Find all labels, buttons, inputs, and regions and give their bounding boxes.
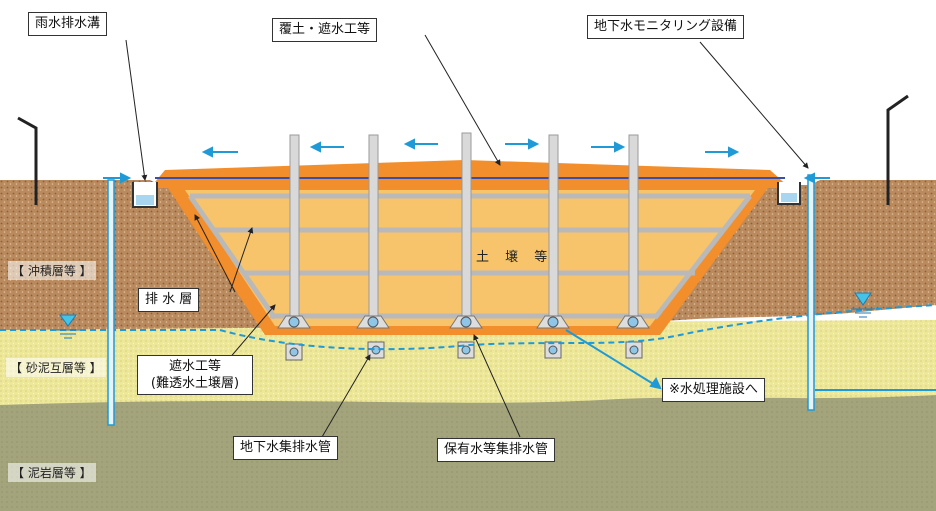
rain-ditch-left xyxy=(132,182,158,208)
groundwater-pipe-callout: 地下水集排水管 xyxy=(233,436,339,460)
mudstone-layer-label: 【 泥岩層等 】 xyxy=(8,463,96,482)
retained-water-collection-pipes xyxy=(277,315,650,329)
rain-ditch-right xyxy=(777,182,801,205)
barrier-callout-line2: (難透水土壌層) xyxy=(150,376,240,391)
alluvium-layer-label: 【 沖積層等 】 xyxy=(8,261,96,280)
callout-pointer-lines xyxy=(125,34,809,438)
monitoring-well-right xyxy=(807,174,815,411)
groundwater-collection-pipes xyxy=(285,341,643,361)
to-treatment-callout: ※水処理施設へ xyxy=(662,378,765,402)
sand-mud-layer-label: 【 砂泥互層等 】 xyxy=(6,358,106,377)
rain-ditch-callout: 雨水排水溝 xyxy=(28,12,108,36)
monitoring-well-left xyxy=(107,179,115,426)
water-table-triangle-icon xyxy=(56,314,80,339)
fence-left xyxy=(17,116,38,205)
runoff-arrows xyxy=(103,138,936,391)
landfill-soil-label: 土 壌 等 xyxy=(476,250,554,265)
retained-water-pipe-callout: 保有水等集排水管 xyxy=(437,438,556,462)
cover-soil-callout: 覆土・遮水工等 xyxy=(272,18,378,42)
barrier-callout: 遮水工等 (難透水土壌層) xyxy=(137,355,253,395)
barrier-callout-line1: 遮水工等 xyxy=(168,359,221,374)
groundwater-monitor-callout: 地下水モニタリング設備 xyxy=(587,15,745,39)
water-table-triangle-icon xyxy=(851,292,875,318)
fence-right xyxy=(886,94,909,205)
drainage-layer-callout: 排 水 層 xyxy=(138,288,200,312)
